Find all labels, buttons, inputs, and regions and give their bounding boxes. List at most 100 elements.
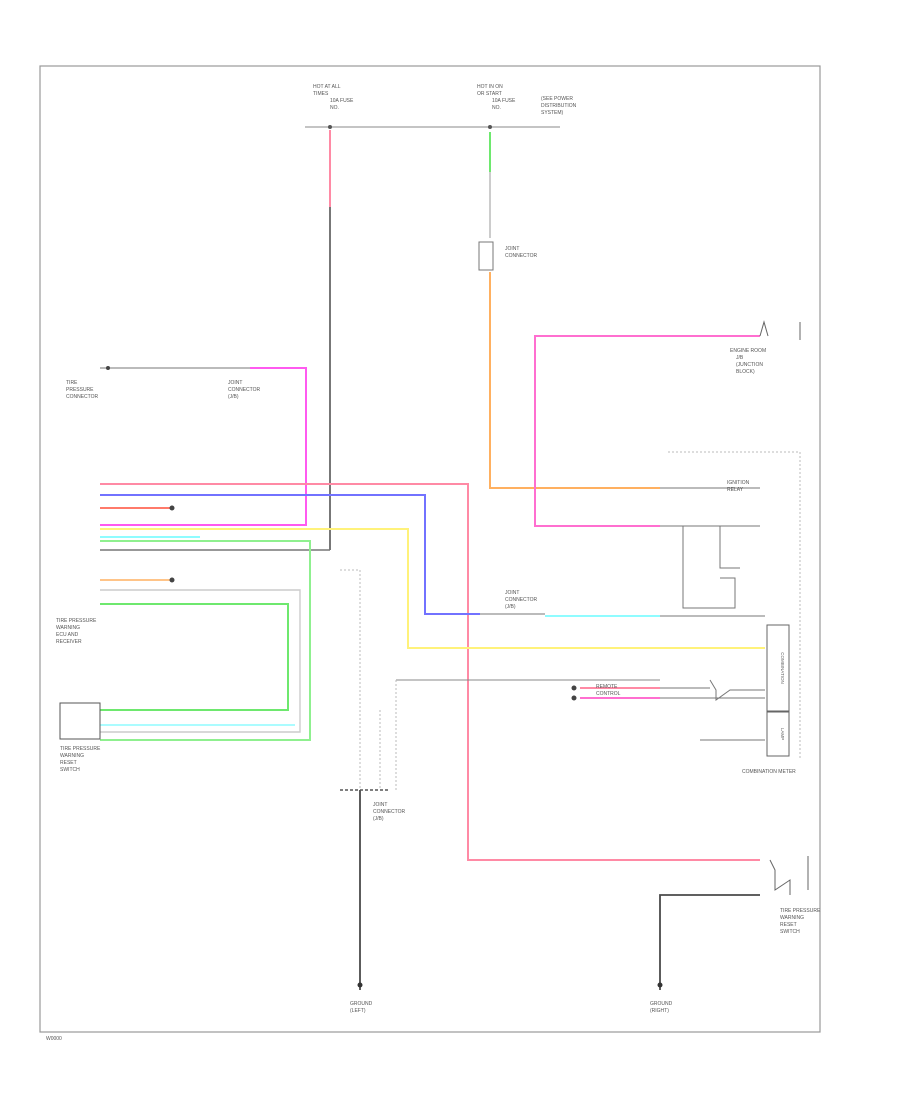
svg-text:ECU AND: ECU AND (56, 632, 79, 638)
svg-text:(JUNCTION: (JUNCTION (736, 362, 763, 368)
wire-dashed-vertical (340, 569, 361, 790)
svg-text:10A FUSE: 10A FUSE (492, 98, 516, 104)
label-meter-a: COMBINATION (780, 652, 785, 683)
svg-text:RESET: RESET (780, 922, 797, 928)
splice-3 (169, 505, 175, 511)
svg-text:TIMES: TIMES (313, 91, 329, 97)
svg-text:TIRE: TIRE (66, 380, 78, 386)
label-ground-left: GROUND (LEFT) (350, 1001, 373, 1014)
label-top-right-note: (SEE POWER DISTRIBUTION SYSTEM) (541, 96, 577, 116)
svg-text:JOINT: JOINT (505, 246, 519, 252)
splice-4 (169, 577, 175, 583)
svg-text:CONTROL: CONTROL (596, 691, 621, 697)
label-combination-meter: COMBINATION METER (742, 769, 796, 775)
svg-text:DISTRIBUTION: DISTRIBUTION (541, 103, 577, 109)
ground-point-right (657, 982, 663, 988)
wire-ecu-lower-2 (100, 589, 301, 733)
svg-text:CONNECTOR: CONNECTOR (228, 387, 261, 393)
svg-text:(RIGHT): (RIGHT) (650, 1008, 669, 1014)
svg-text:CONNECTOR: CONNECTOR (373, 809, 406, 815)
svg-text:NO.: NO. (492, 105, 501, 111)
svg-text:GROUND: GROUND (350, 1001, 373, 1007)
svg-text:(LEFT): (LEFT) (350, 1008, 366, 1014)
svg-text:WARNING: WARNING (56, 625, 80, 631)
label-left-mid-joint: JOINT CONNECTOR (J/B) (228, 380, 261, 400)
svg-text:JOINT: JOINT (373, 802, 387, 808)
splice-2 (488, 125, 492, 129)
splice-6 (571, 695, 577, 701)
splice-5 (571, 685, 577, 691)
ground-point-left (357, 982, 363, 988)
svg-text:TIRE PRESSURE: TIRE PRESSURE (56, 618, 97, 624)
label-right-relay: IGNITION RELAY (727, 480, 750, 493)
ground-wire-right (659, 894, 760, 990)
svg-text:SYSTEM): SYSTEM) (541, 110, 564, 116)
label-fuse-box-right: JOINT CONNECTOR (505, 246, 538, 259)
svg-text:(J/B): (J/B) (228, 394, 239, 400)
wire-green-lower (100, 603, 289, 711)
meter-transistor (709, 679, 765, 701)
svg-text:NO.: NO. (330, 105, 339, 111)
lamp-ecu-block (766, 711, 790, 757)
svg-text:ENGINE ROOM: ENGINE ROOM (730, 348, 766, 354)
tire-pressure-ecu-box (59, 702, 101, 740)
svg-text:RESET: RESET (60, 760, 77, 766)
svg-text:RECEIVER: RECEIVER (56, 639, 82, 645)
svg-text:CONNECTOR: CONNECTOR (505, 597, 538, 603)
label-ecu-block: TIRE PRESSURE WARNING ECU AND RECEIVER (56, 618, 97, 645)
wire-lightgreen-ecu (100, 540, 311, 741)
svg-text:CONNECTOR: CONNECTOR (66, 394, 99, 400)
svg-text:HOT AT ALL: HOT AT ALL (313, 84, 341, 90)
svg-text:HOT IN ON: HOT IN ON (477, 84, 503, 90)
label-mid-bottom-joint: JOINT CONNECTOR (J/B) (373, 802, 406, 822)
svg-text:BLOCK): BLOCK) (736, 369, 755, 375)
wire-pink-loop (534, 335, 760, 527)
svg-text:TIRE PRESSURE: TIRE PRESSURE (780, 908, 821, 914)
svg-text:JOINT: JOINT (228, 380, 242, 386)
svg-text:JOINT: JOINT (505, 590, 519, 596)
splice-1 (328, 125, 332, 129)
fuse-box-right (478, 241, 494, 271)
svg-text:WARNING: WARNING (780, 915, 804, 921)
svg-text:REMOTE: REMOTE (596, 684, 618, 690)
wire-orange (489, 272, 660, 489)
footer-code: W0000 (46, 1036, 62, 1042)
label-right-top-switch: ENGINE ROOM J/B (JUNCTION BLOCK) (730, 348, 766, 375)
svg-text:IGNITION: IGNITION (727, 480, 750, 486)
svg-text:(J/B): (J/B) (373, 816, 384, 822)
svg-text:OR START: OR START (477, 91, 502, 97)
wire-blue (100, 494, 480, 615)
label-center-link: REMOTE CONTROL (596, 684, 621, 697)
svg-text:PRESSURE: PRESSURE (66, 387, 94, 393)
svg-text:(SEE POWER: (SEE POWER (541, 96, 573, 102)
wire-magenta (100, 367, 307, 526)
svg-text:J/B: J/B (736, 355, 744, 361)
label-mid-joint: JOINT CONNECTOR (J/B) (505, 590, 538, 610)
label-meter-b: LAMP (780, 728, 785, 740)
splice-7 (106, 366, 110, 370)
switch-bottom-right (769, 859, 791, 895)
relay-coil (682, 526, 736, 609)
svg-text:10A FUSE: 10A FUSE (330, 98, 354, 104)
relay-contact (719, 526, 740, 569)
label-ground-right: GROUND (RIGHT) (650, 1001, 673, 1014)
label-bottom-right-switch: TIRE PRESSURE WARNING RESET SWITCH (780, 908, 821, 935)
svg-text:CONNECTOR: CONNECTOR (505, 253, 538, 259)
svg-text:TIRE PRESSURE: TIRE PRESSURE (60, 746, 101, 752)
svg-text:WARNING: WARNING (60, 753, 84, 759)
svg-text:SWITCH: SWITCH (60, 767, 80, 773)
label-left-top-conn: TIRE PRESSURE CONNECTOR (66, 380, 99, 400)
svg-text:RELAY: RELAY (727, 487, 744, 493)
switch-top-right (759, 320, 769, 337)
diagram-frame (39, 65, 821, 1033)
wire-yellow (100, 528, 765, 649)
label-top-right-fuse: HOT IN ON OR START 10A FUSE NO. (477, 84, 516, 111)
label-sensor-block: TIRE PRESSURE WARNING RESET SWITCH (60, 746, 101, 773)
label-top-left-fuse: HOT AT ALL TIMES 10A FUSE NO. (313, 84, 354, 111)
wire-red-long (100, 483, 760, 861)
svg-text:GROUND: GROUND (650, 1001, 673, 1007)
combination-meter-block (766, 624, 790, 712)
svg-text:SWITCH: SWITCH (780, 929, 800, 935)
svg-text:(J/B): (J/B) (505, 604, 516, 610)
